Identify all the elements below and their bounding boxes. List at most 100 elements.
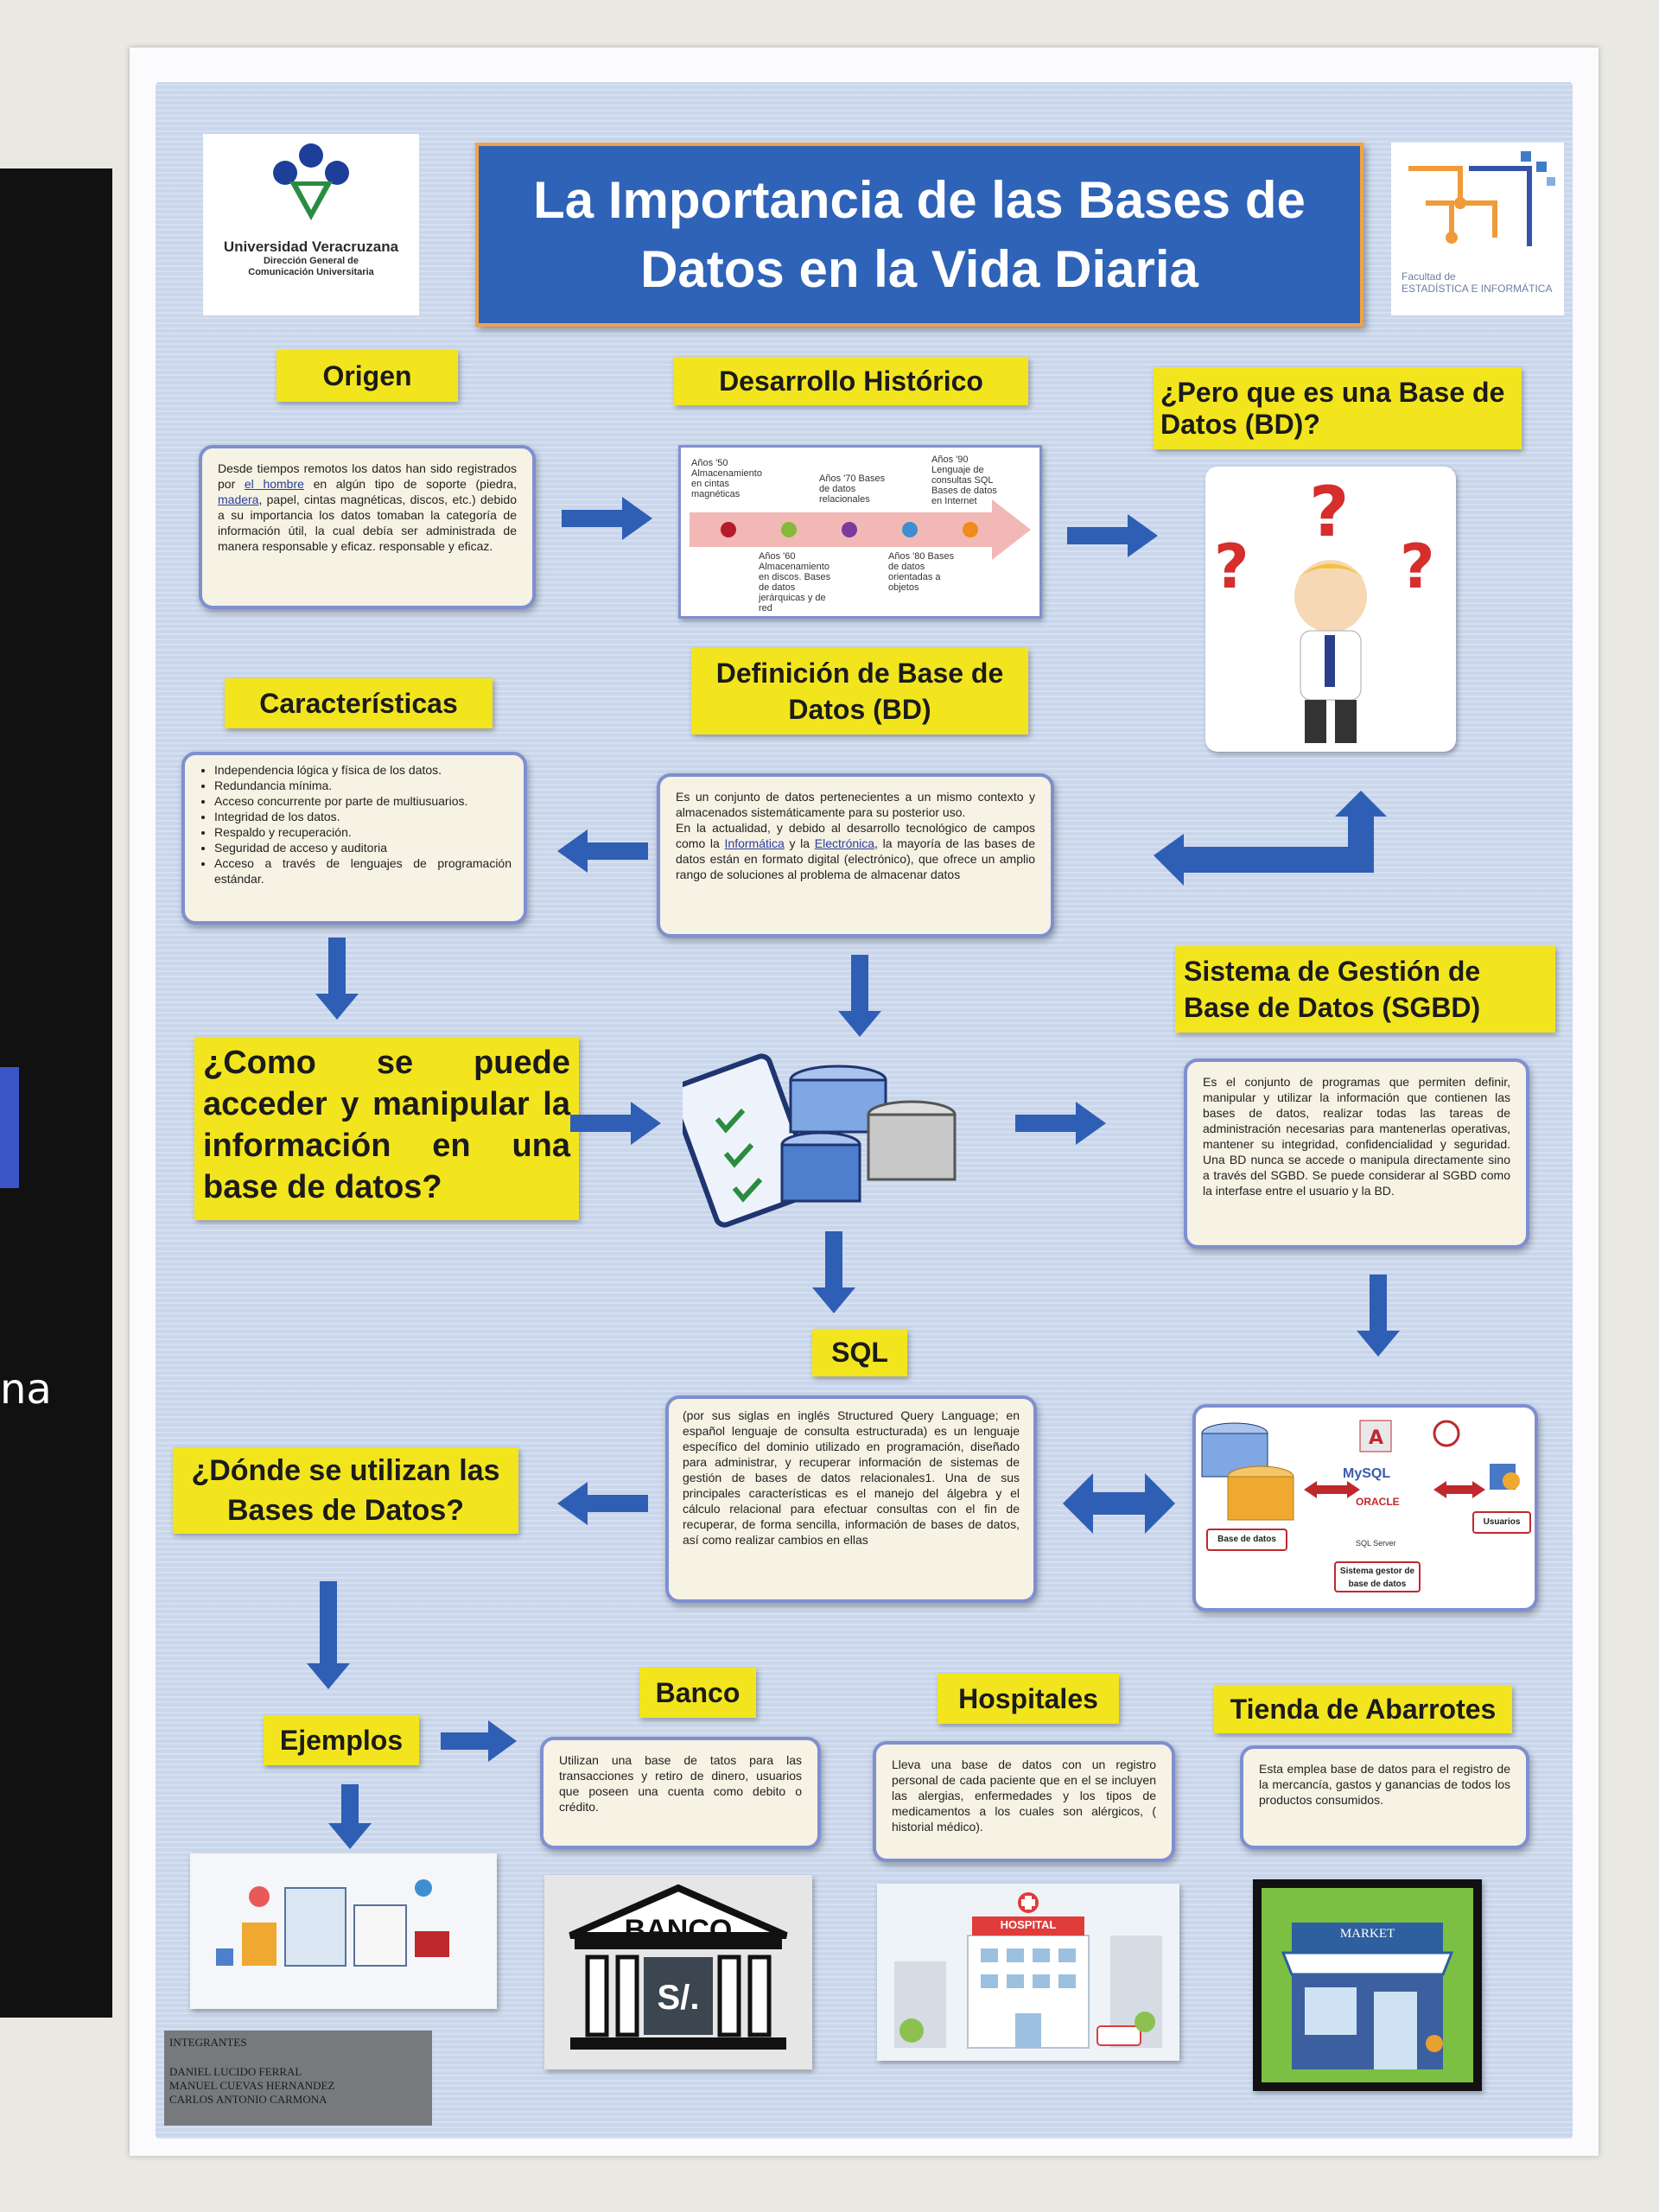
card-hospitales: Lleva una base de datos con un registro …	[873, 1741, 1175, 1862]
examples-illustration	[190, 1853, 497, 2009]
card-sgbd: Es el conjunto de programas que permiten…	[1184, 1058, 1529, 1249]
timeline-arrow-icon	[690, 499, 1031, 560]
bank-image: BANCO S/.	[544, 1875, 812, 2069]
member-name: CARLOS ANTONIO CARMONA	[169, 2093, 327, 2106]
card-definicion: Es un conjunto de datos pertenecientes a…	[657, 773, 1054, 938]
card-caracteristicas: Independencia lógica y física de los dat…	[181, 752, 527, 925]
university-name: Universidad Veracruzana	[223, 238, 399, 255]
label-definicion: Definición de Base de Datos (BD)	[691, 648, 1028, 734]
list-item: Redundancia mínima.	[214, 778, 512, 793]
card-sgbd-diagram: A MySQL ORACLE SQL Server Base de datos …	[1192, 1404, 1538, 1611]
label-caracteristicas: Características	[225, 678, 493, 728]
hospital-sign: HOSPITAL	[1000, 1918, 1057, 1931]
arrow-elbow-icon	[1154, 791, 1387, 886]
label-origen: Origen	[276, 350, 458, 402]
caracteristicas-list: Independencia lógica y física de los dat…	[197, 762, 512, 887]
devices-icon	[216, 1879, 449, 1967]
arrow-down-icon	[812, 1231, 855, 1313]
market-store-icon	[1262, 1888, 1473, 2082]
poster-inner: Universidad Veracruzana Dirección Genera…	[156, 82, 1573, 2139]
hospital-building-icon	[894, 1892, 1162, 2049]
label-desarrollo: Desarrollo Histórico	[674, 357, 1028, 405]
list-item: Acceso a través de lenguajes de programa…	[214, 855, 512, 887]
faculty-circuit-icon	[1408, 151, 1555, 246]
diagram-bd-label: Base de datos	[1206, 1529, 1287, 1551]
link-madera[interactable]: madera	[218, 493, 259, 506]
bank-building-icon	[569, 1884, 788, 2050]
title-line-2: Datos en la Vida Diaria	[640, 239, 1198, 298]
label-banco: Banco	[639, 1668, 756, 1718]
arrow-down-icon	[307, 1581, 350, 1689]
label-tienda: Tienda de Abarrotes	[1214, 1685, 1512, 1733]
timeline-80: Años '80 Bases de datos orientadas a obj…	[888, 551, 955, 593]
arrow-right-icon	[562, 497, 652, 540]
link-electronica[interactable]: Electrónica	[814, 836, 875, 850]
svg-text:?: ?	[1214, 531, 1249, 602]
oracle-logo: ORACLE	[1356, 1496, 1400, 1508]
market-image: MARKET	[1253, 1879, 1482, 2091]
confused-boy-image: ? ? ?	[1205, 467, 1456, 752]
arrow-left-icon	[557, 830, 648, 873]
label-sgbd: Sistema de Gestión de Base de Datos (SGB…	[1175, 946, 1555, 1033]
list-item: Independencia lógica y física de los dat…	[214, 762, 512, 778]
member-name: MANUEL CUEVAS HERNANDEZ	[169, 2079, 335, 2092]
label-sql: SQL	[812, 1329, 907, 1376]
arrow-right-icon	[570, 1102, 661, 1145]
diagram-sistema-label: Sistema gestor de base de datos	[1334, 1561, 1421, 1592]
card-banco: Utilizan una base de tatos para las tran…	[540, 1737, 821, 1849]
member-name: DANIEL LUCIDO FERRAL	[169, 2065, 302, 2078]
list-item: Acceso concurrente por parte de multiusu…	[214, 793, 512, 809]
adjacent-poster-accent	[0, 1067, 19, 1188]
arrow-left-icon	[557, 1482, 648, 1525]
faculty-logo: Facultad de ESTADÍSTICA E INFORMÁTICA	[1391, 143, 1564, 315]
link-el-hombre[interactable]: el hombre	[244, 477, 304, 491]
svg-text:?: ?	[1309, 472, 1349, 552]
diagram-usuarios-label: Usuarios	[1472, 1511, 1531, 1534]
university-sub1: Dirección General de	[263, 256, 359, 266]
label-pregunta-bd: ¿Pero que es una Base de Datos (BD)?	[1154, 367, 1522, 449]
timeline-image: Años '50 Almacenamiento en cintas magnét…	[678, 445, 1042, 619]
svg-text:?: ?	[1400, 531, 1435, 602]
sqlserver-logo: SQL Server	[1356, 1539, 1396, 1548]
confused-boy-icon: ? ? ?	[1214, 472, 1435, 743]
label-ejemplos: Ejemplos	[264, 1715, 419, 1765]
database-clipboard-image	[669, 1041, 968, 1231]
arrow-down-icon	[315, 938, 359, 1020]
list-item: Seguridad de acceso y auditoria	[214, 840, 512, 855]
svg-text:A: A	[1369, 1427, 1383, 1449]
uv-emblem-icon	[273, 143, 349, 220]
market-sign: MARKET	[1339, 1927, 1395, 1941]
label-hospitales: Hospitales	[938, 1674, 1119, 1724]
poster: Universidad Veracruzana Dirección Genera…	[130, 48, 1599, 2156]
integrantes-title: INTEGRANTES	[169, 2036, 247, 2049]
timeline-60: Años '60 Almacenamiento en discos. Bases…	[759, 551, 831, 613]
list-item: Integridad de los datos.	[214, 809, 512, 824]
arrow-down-icon	[328, 1784, 372, 1849]
arrow-right-icon	[441, 1720, 517, 1762]
adjacent-poster: na	[0, 168, 112, 2018]
card-origen: Desde tiempos remotos los datos han sido…	[199, 445, 536, 609]
link-informatica[interactable]: Informática	[724, 836, 785, 850]
arrow-down-icon	[838, 955, 881, 1037]
timeline-90: Años '90 Lenguaje de consultas SQL Bases…	[931, 454, 997, 506]
adjacent-poster-text: na	[0, 1365, 52, 1414]
list-item: Respaldo y recuperación.	[214, 824, 512, 840]
arrow-down-icon	[1357, 1274, 1400, 1357]
title-line-1: La Importancia de las Bases de	[533, 170, 1306, 229]
university-sub2: Comunicación Universitaria	[248, 267, 374, 277]
card-tienda: Esta emplea base de datos para el regist…	[1240, 1745, 1529, 1849]
arrow-bidirectional-icon	[1063, 1473, 1175, 1534]
database-clipboard-icon	[669, 1053, 957, 1228]
poster-title: La Importancia de las Bases de Datos en …	[475, 143, 1363, 327]
label-acceder: ¿Como se puede acceder y manipular la in…	[194, 1037, 579, 1220]
label-donde: ¿Dónde se utilizan las Bases de Datos?	[173, 1447, 518, 1534]
sgbd-diagram-icon: A	[1201, 1420, 1520, 1521]
bank-currency: S/.	[657, 1979, 700, 2017]
team-members-panel: INTEGRANTES DANIEL LUCIDO FERRAL MANUEL …	[164, 2031, 432, 2126]
timeline-50: Años '50 Almacenamiento en cintas magnét…	[691, 458, 762, 499]
hospital-image: HOSPITAL	[877, 1884, 1179, 2061]
arrow-right-icon	[1067, 514, 1158, 557]
card-sql: (por sus siglas en inglés Structured Que…	[665, 1395, 1037, 1603]
faculty-name: Facultad de ESTADÍSTICA E INFORMÁTICA	[1402, 270, 1553, 295]
arrow-right-icon	[1015, 1102, 1106, 1145]
